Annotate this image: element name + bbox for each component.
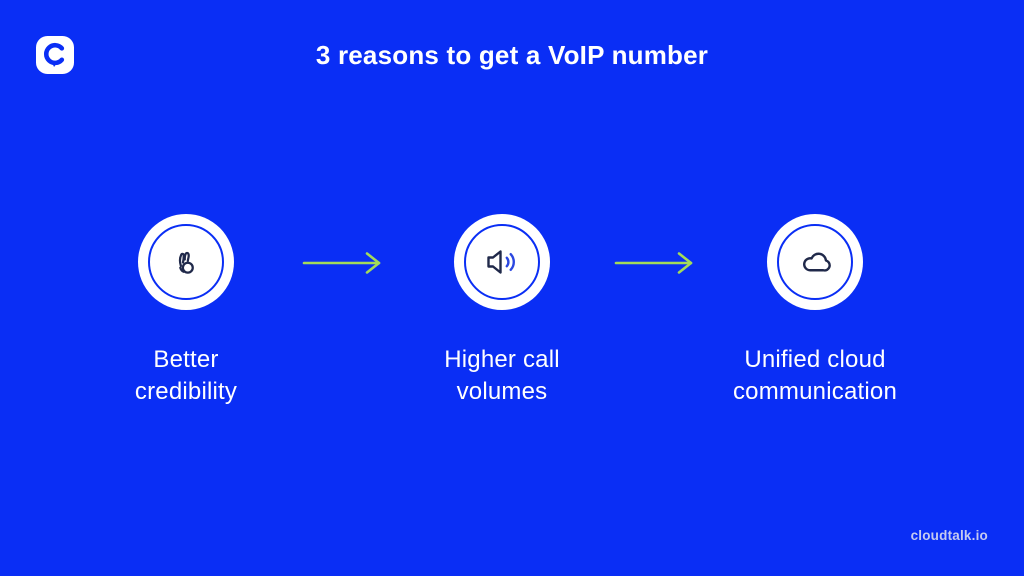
arrow-right-icon [613, 251, 697, 275]
circle-inner-ring [148, 224, 224, 300]
step-label-cloud: Unified cloud communication [732, 346, 897, 405]
speaker-volume-icon [484, 244, 520, 280]
cloud-icon [797, 244, 833, 280]
page-title: 3 reasons to get a VoIP number [315, 40, 709, 70]
website-footer: cloudtalk.io [910, 528, 988, 543]
arrow-right-icon [301, 251, 385, 275]
step-circle-call-volumes [454, 214, 550, 310]
cloudtalk-logo [36, 36, 74, 74]
ok-hand-icon [168, 244, 204, 280]
step-label-credibility: Better credibility [134, 346, 238, 405]
cloudtalk-c-icon [36, 36, 74, 74]
circle-inner-ring [777, 224, 853, 300]
circle-inner-ring [464, 224, 540, 300]
step-circle-cloud [767, 214, 863, 310]
step-label-call-volumes: Higher call volumes [444, 346, 560, 405]
step-circle-credibility [138, 214, 234, 310]
